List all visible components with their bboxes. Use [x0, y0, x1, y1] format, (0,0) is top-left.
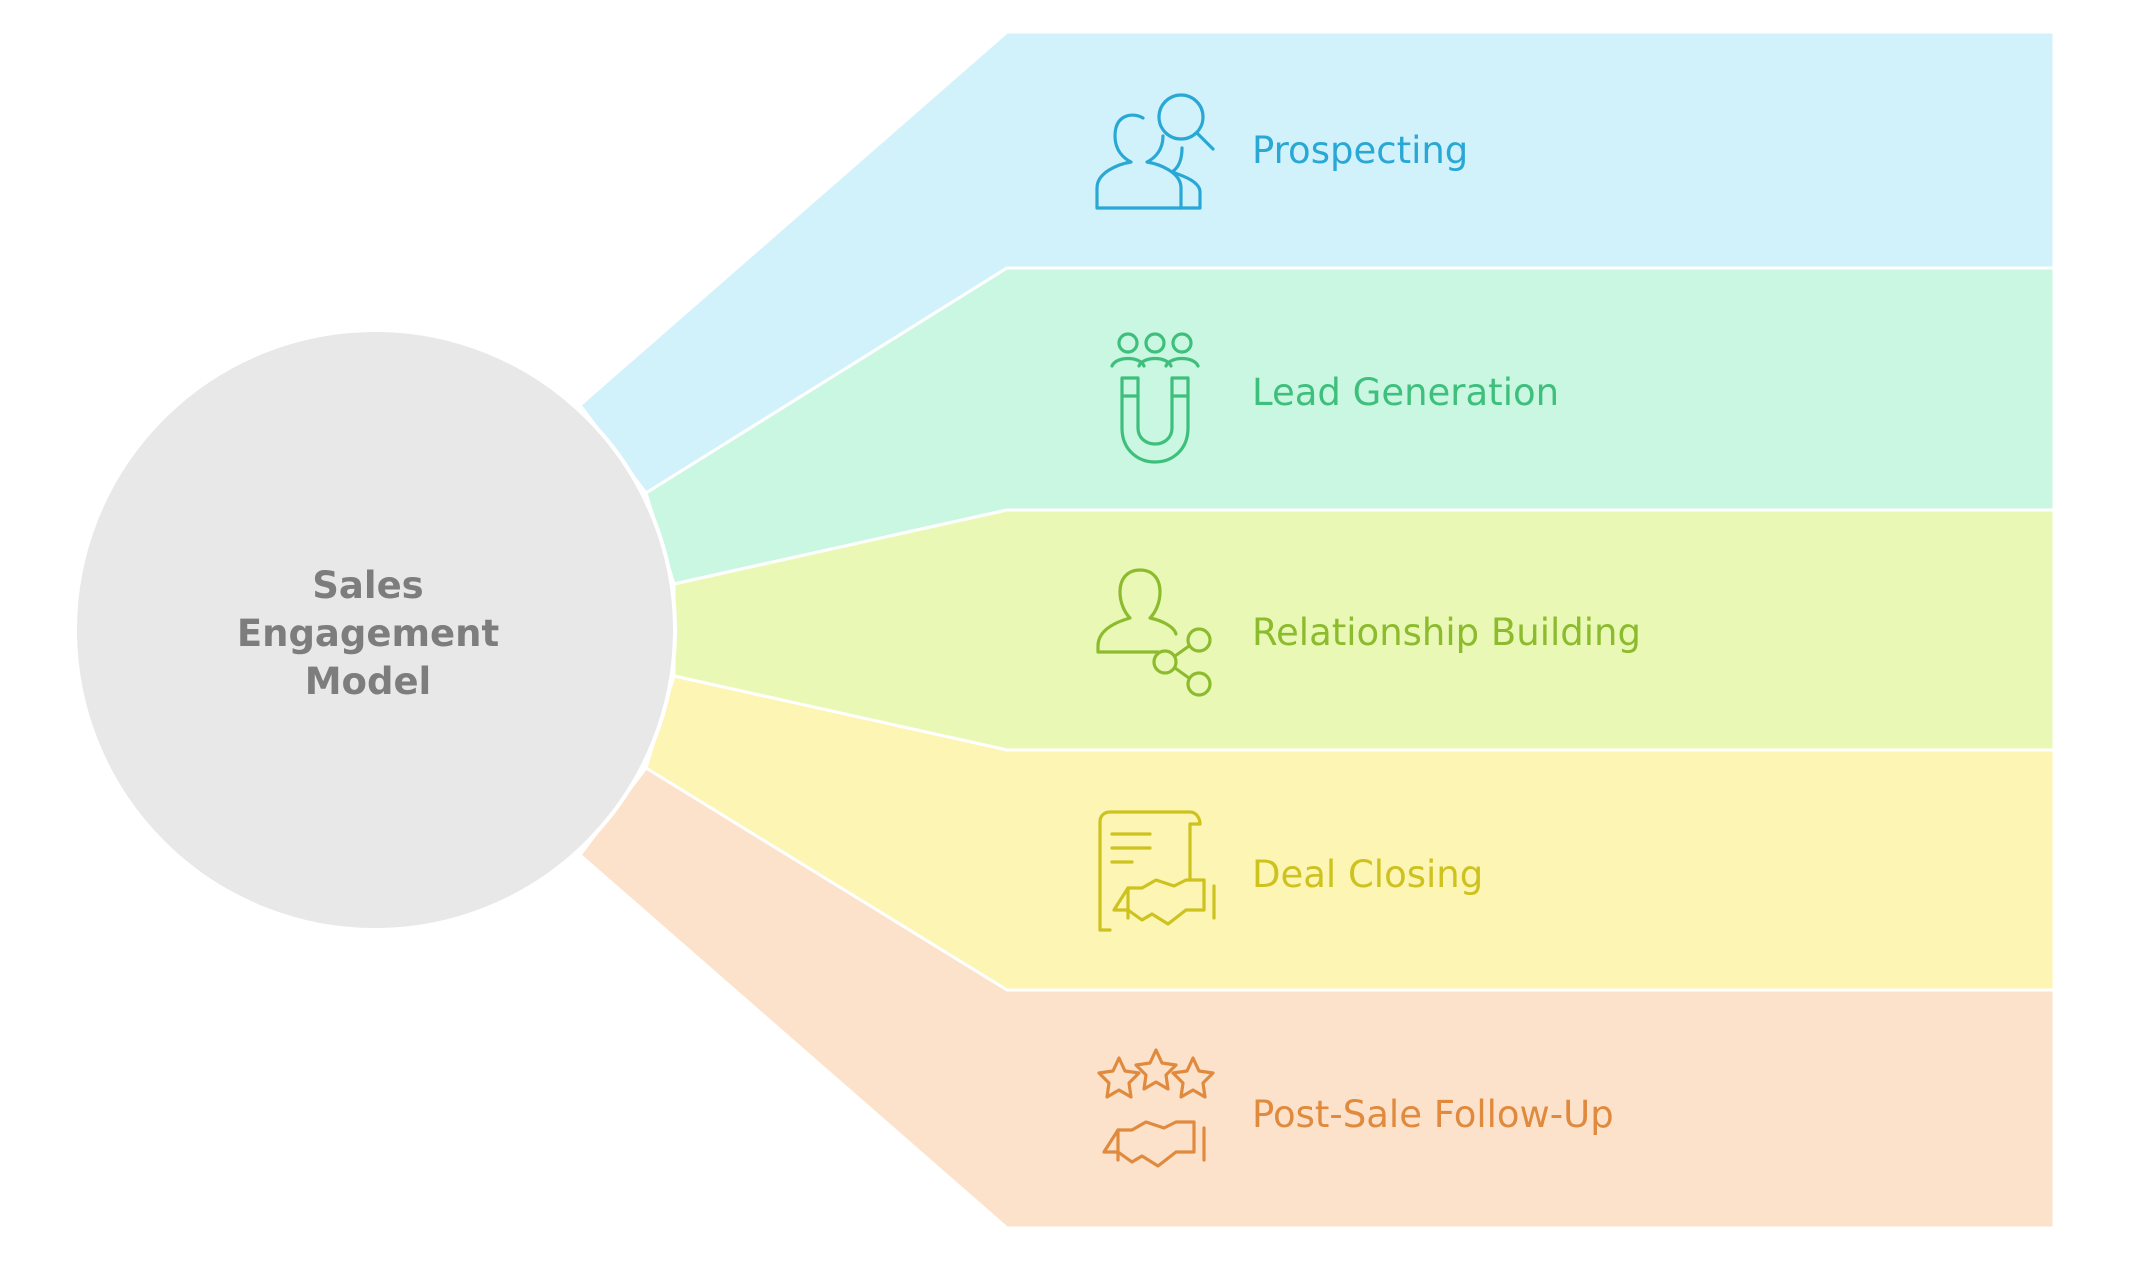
label-relationship-building: Relationship Building — [1252, 611, 1641, 654]
label-lead-generation: Lead Generation — [1252, 371, 1559, 414]
center-circle — [73, 328, 677, 932]
person-share-icon — [1096, 568, 1212, 697]
stage-bands — [577, 30, 2056, 1230]
label-deal-closing: Deal Closing — [1252, 853, 1483, 896]
center-title-line-1: Sales — [312, 564, 423, 607]
prospect-search-icon — [1095, 93, 1215, 210]
center-title-line-3: Model — [305, 660, 432, 703]
contract-handshake-icon — [1098, 810, 1216, 932]
center-title-line-2: Engagement — [237, 612, 499, 655]
lead-magnet-icon — [1110, 332, 1200, 464]
band-post-sale-follow-up — [577, 766, 2056, 1230]
stage-labels: Prospecting Lead Generation Relationship… — [1252, 129, 1641, 1136]
label-prospecting: Prospecting — [1252, 129, 1468, 172]
stars-handshake-icon — [1097, 1048, 1215, 1168]
label-post-sale-follow-up: Post-Sale Follow-Up — [1252, 1093, 1614, 1136]
center-title: Sales Engagement Model — [237, 564, 499, 703]
